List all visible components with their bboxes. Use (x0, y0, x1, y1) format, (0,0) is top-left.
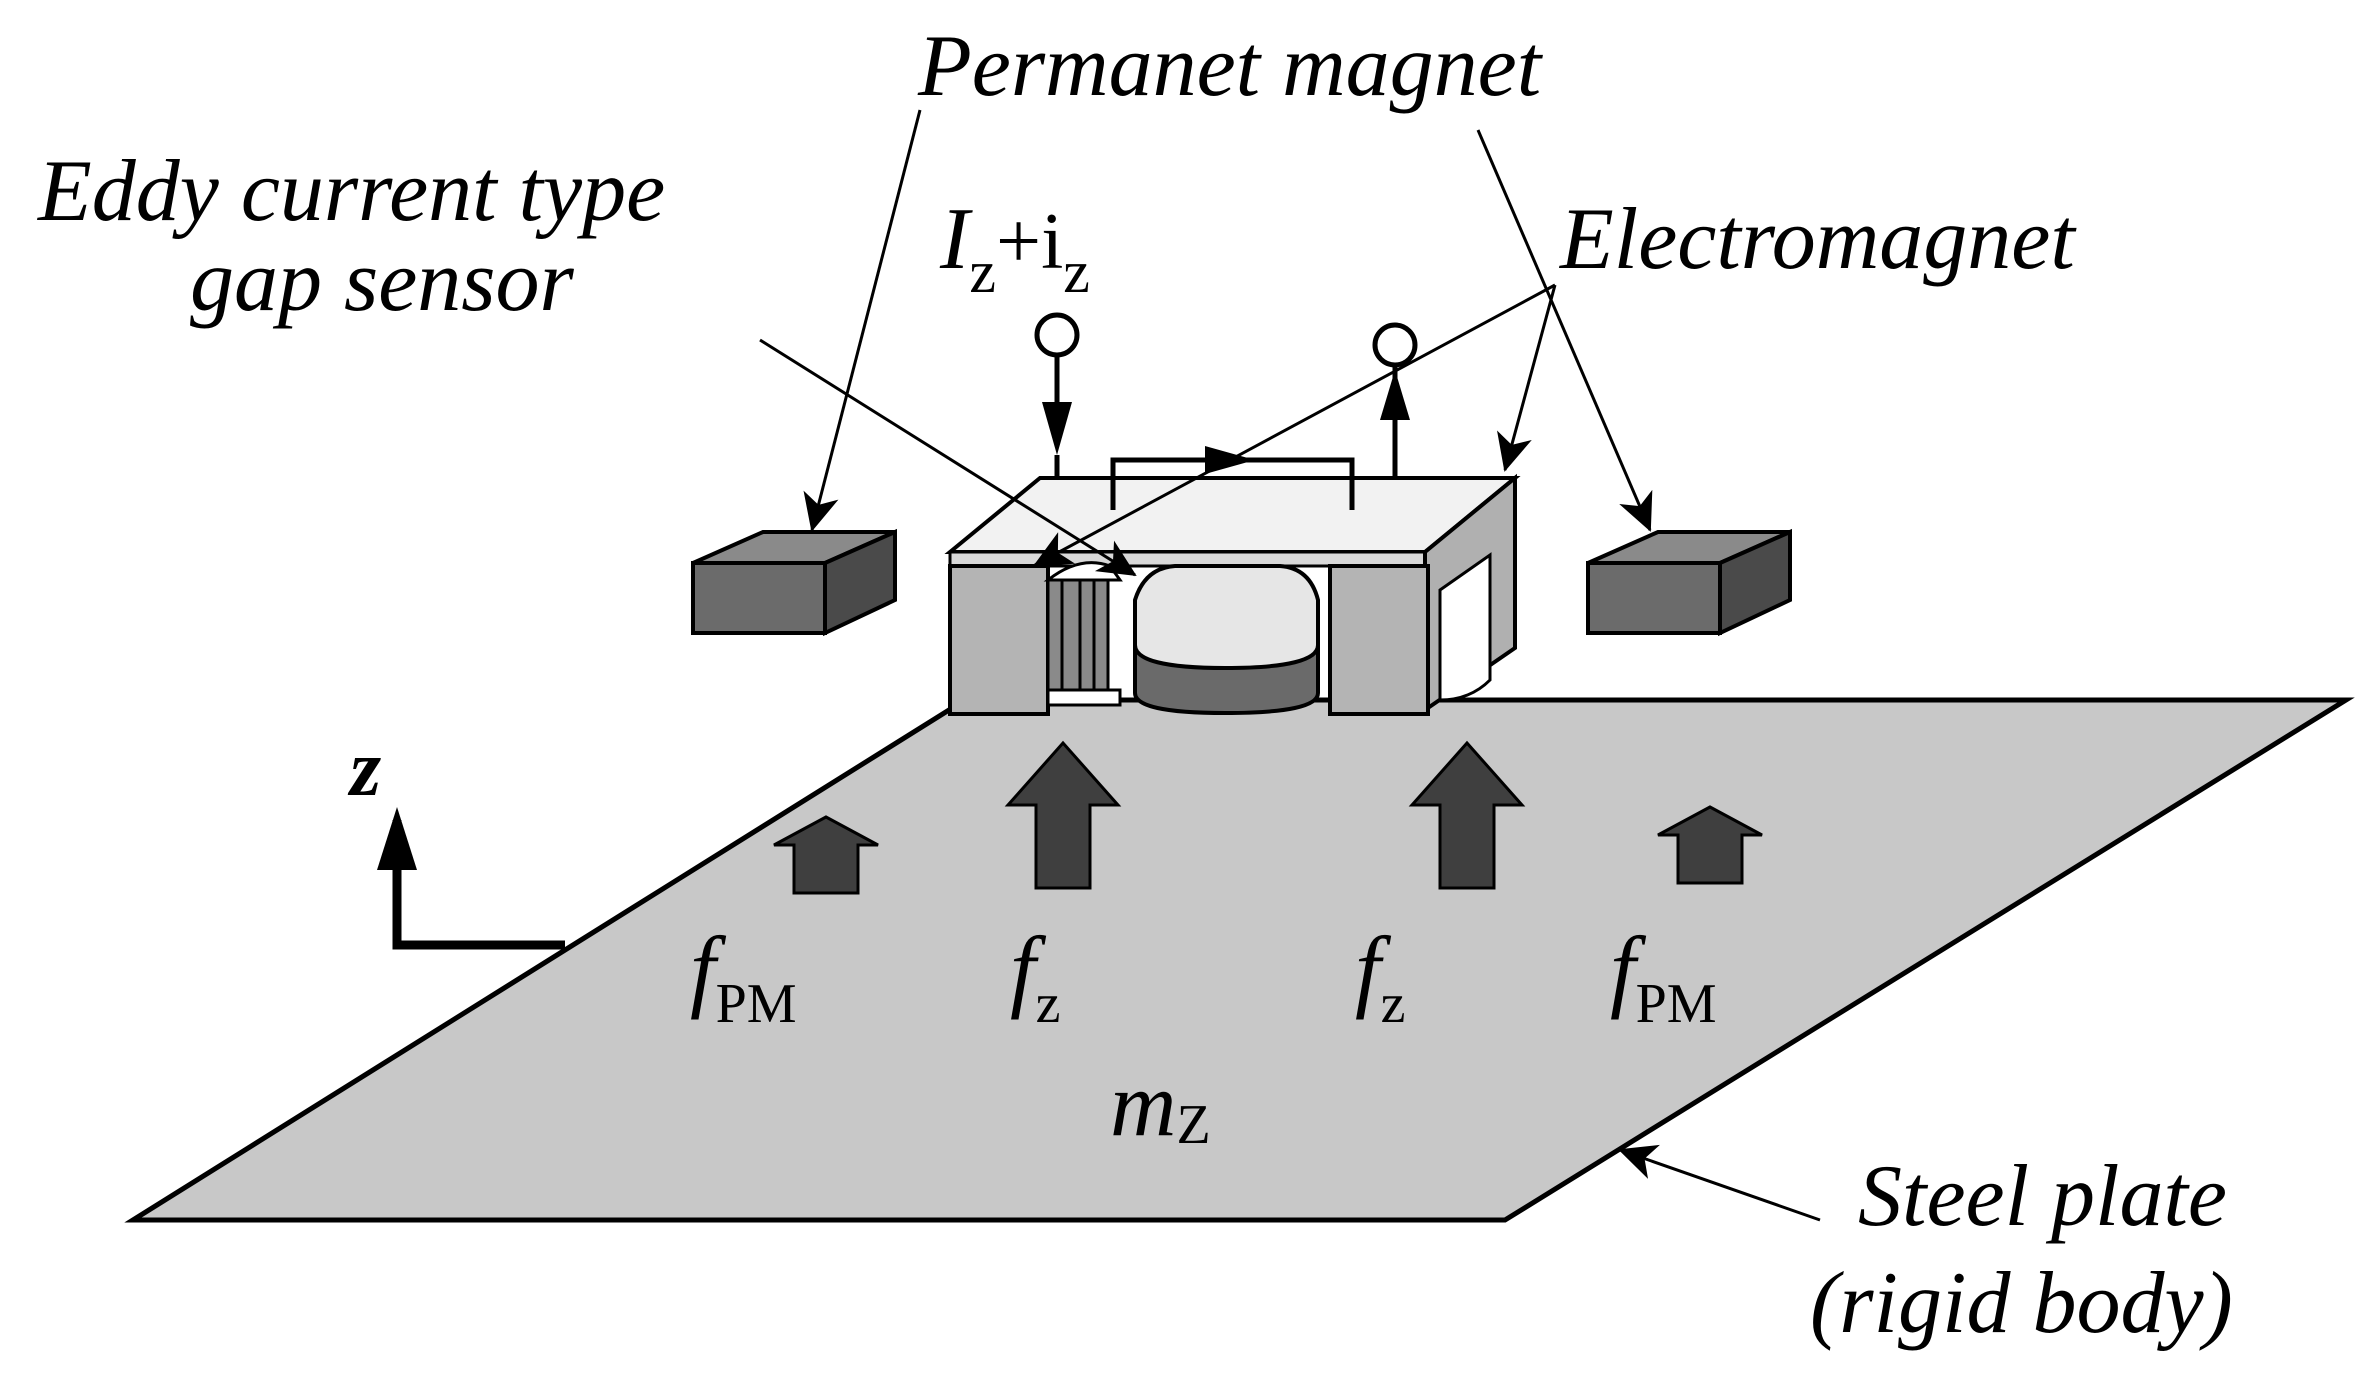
steel-plate (124, 697, 2355, 1223)
electromagnet (944, 312, 1521, 716)
leader-lines (759, 109, 1821, 1222)
electromagnet-label: Electromagnet (1558, 191, 2077, 288)
eddy-sensor-label-line2: gap sensor (190, 233, 575, 330)
mass-label: mZ (1110, 1053, 1211, 1156)
permanent-magnet-label: Permanet magnet (917, 18, 1544, 115)
force-arrow-z-left (1004, 740, 1122, 890)
force-arrow-pm-left (773, 815, 879, 895)
force-arrow-pm-right (1657, 805, 1763, 885)
permanent-magnet-right (1586, 528, 1792, 637)
z-axis (377, 807, 565, 950)
current-main-sub: z (969, 239, 996, 305)
z-axis-label: z (347, 725, 381, 813)
eddy-sensor-label-line1: Eddy current type (36, 143, 665, 240)
force-arrows (773, 740, 1763, 895)
steel-plate-label-line1: Steel plate (1858, 1148, 2227, 1245)
current-plus: +i (996, 198, 1063, 286)
permanent-magnet-left (691, 528, 897, 637)
current-plus-sub: z (1063, 239, 1090, 305)
current-main: I (939, 191, 973, 288)
force-label-pm-right: fPM (1610, 918, 1717, 1035)
current-label: Iz+iz (939, 191, 1090, 305)
steel-plate-label-line2: (rigid body) (1810, 1255, 2233, 1352)
force-arrow-z-right (1408, 740, 1526, 890)
